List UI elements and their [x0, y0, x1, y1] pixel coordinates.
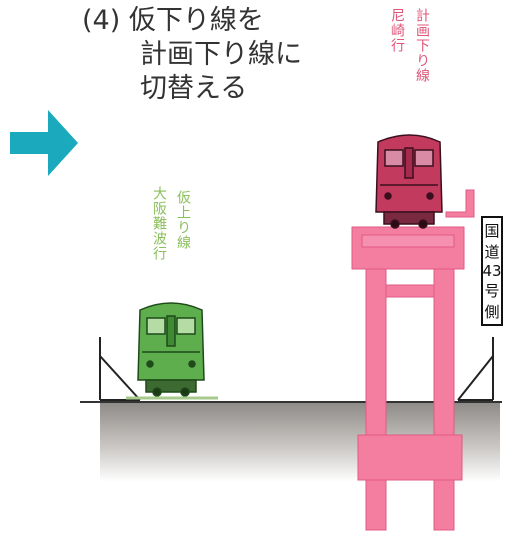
- road-char: 道: [484, 243, 500, 261]
- planned-down-line-label: 計画下り線: [414, 8, 430, 83]
- route-43-side-sign: 国 道 43 号 側: [481, 216, 503, 326]
- temp-up-line-destination: 大阪難波行: [151, 186, 167, 261]
- temporary-up-line-train: [137, 302, 205, 397]
- road-char: 側: [484, 303, 500, 321]
- title-line-3: 切替える: [140, 73, 248, 104]
- step-title: (4) 仮下り線を 計画下り線に 切替える: [82, 4, 302, 106]
- planned-down-line-destination: 尼崎行: [389, 8, 405, 53]
- title-line-2: 計画下り線に: [140, 39, 302, 70]
- title-line-1: (4) 仮下り線を: [82, 5, 264, 36]
- road-char: 号: [484, 282, 500, 300]
- temp-up-line-label: 仮上り線: [175, 190, 191, 250]
- left-retaining-wall: [99, 337, 141, 401]
- road-char: 国: [484, 222, 500, 240]
- planned-down-line-train: [375, 134, 443, 229]
- arrow-shape: [10, 110, 78, 176]
- viaduct-structure: [351, 189, 475, 531]
- road-char: 43: [482, 262, 502, 280]
- right-arrow-icon: [10, 110, 78, 176]
- right-retaining-wall: [457, 337, 494, 401]
